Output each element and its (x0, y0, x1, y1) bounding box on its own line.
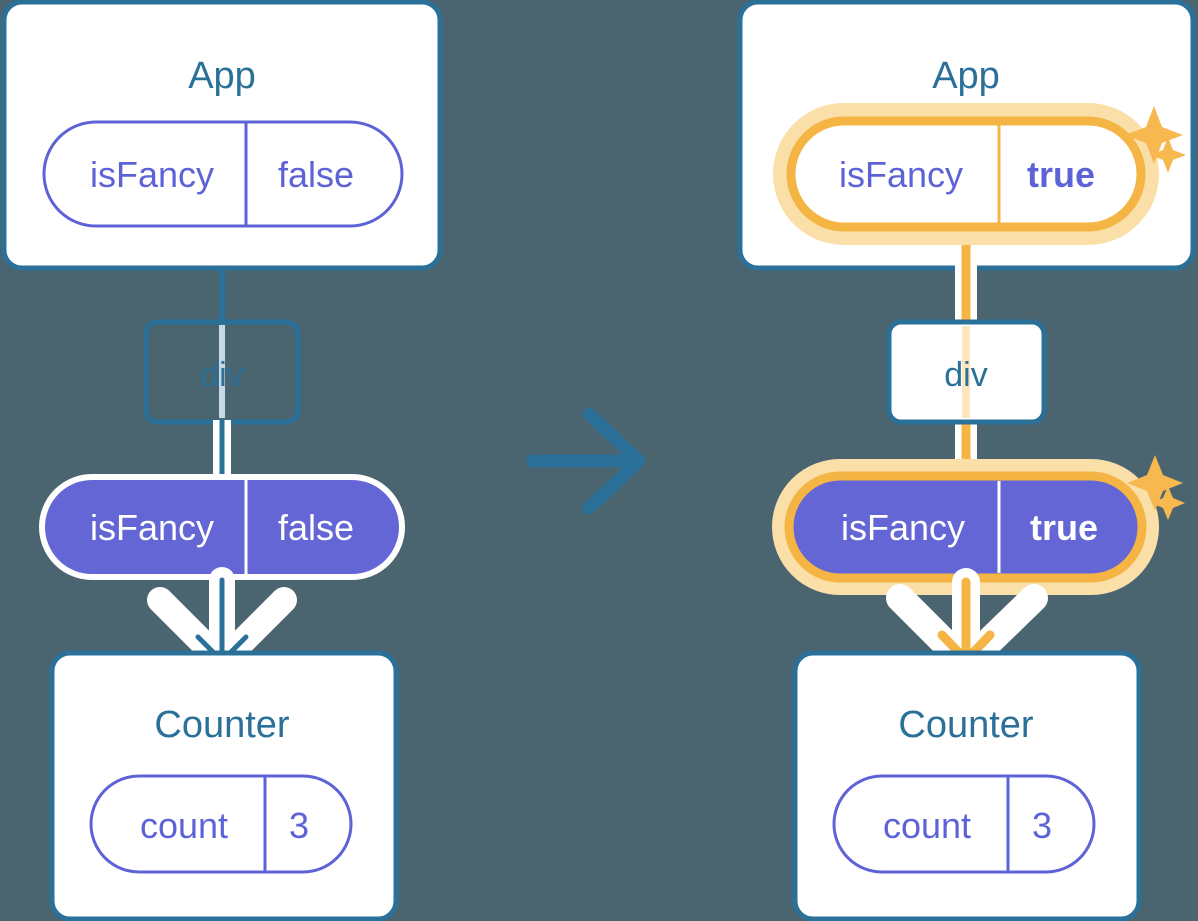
props-pill-right-value: true (1030, 507, 1098, 548)
counter-state-pill-left: count 3 (89, 774, 353, 874)
counter-box-left: Counter count 3 (49, 650, 399, 921)
counter-state-pill-right-key: count (883, 805, 971, 846)
counter-state-pill-left-value: 3 (289, 805, 309, 846)
counter-state-pill-right-frame (832, 774, 1096, 874)
div-node-left: div (143, 319, 301, 425)
counter-state-pill-right-value: 3 (1032, 805, 1052, 846)
sparkles-app-right (1125, 106, 1186, 173)
app-box-left: App isFancy false (1, 0, 443, 271)
props-pill-right-key: isFancy (841, 507, 965, 548)
props-pill-right: isFancy true (772, 459, 1159, 595)
app-state-pill-left-key: isFancy (90, 154, 214, 195)
app-state-pill-right-value: true (1027, 154, 1095, 195)
app-state-pill-left-frame (42, 120, 404, 228)
counter-box-right: Counter count 3 (792, 650, 1142, 921)
props-pill-left-key: isFancy (90, 507, 214, 548)
div-node-right: div (886, 319, 1047, 425)
counter-box-left-title: Counter (154, 704, 290, 746)
counter-state-pill-left-frame (89, 774, 353, 874)
app-state-pill-left-value: false (278, 154, 354, 195)
transition-arrow-icon (526, 407, 646, 515)
app-box-left-title: App (188, 55, 256, 97)
counter-state-pill-right: count 3 (832, 774, 1096, 874)
sparkle-large-icon (1125, 106, 1183, 164)
div-node-left-label: div (200, 356, 243, 394)
div-node-right-label: div (944, 356, 987, 394)
sparkle-large-icon-2 (1127, 455, 1183, 511)
app-box-right-title: App (932, 55, 1000, 97)
sparkle-small-icon (1150, 137, 1186, 173)
app-state-pill-right-frame (786, 116, 1146, 232)
arrow-right-icon (526, 407, 646, 515)
sparkle-small-icon-2 (1151, 486, 1185, 520)
counter-box-right-title: Counter (898, 704, 1034, 746)
sparkles-props-right (1127, 455, 1185, 520)
app-state-pill-right: isFancy true (773, 103, 1159, 245)
panel-before: App isFancy false div (1, 0, 443, 921)
panel-after: App div isFancy true (737, 0, 1196, 921)
app-state-pill-right-glow (773, 103, 1159, 245)
app-state-pill-right-key: isFancy (839, 154, 963, 195)
counter-state-pill-left-key: count (140, 805, 228, 846)
props-pill-left: isFancy false (39, 474, 405, 580)
props-pill-left-value: false (278, 507, 354, 548)
app-state-pill-left: isFancy false (42, 120, 404, 228)
